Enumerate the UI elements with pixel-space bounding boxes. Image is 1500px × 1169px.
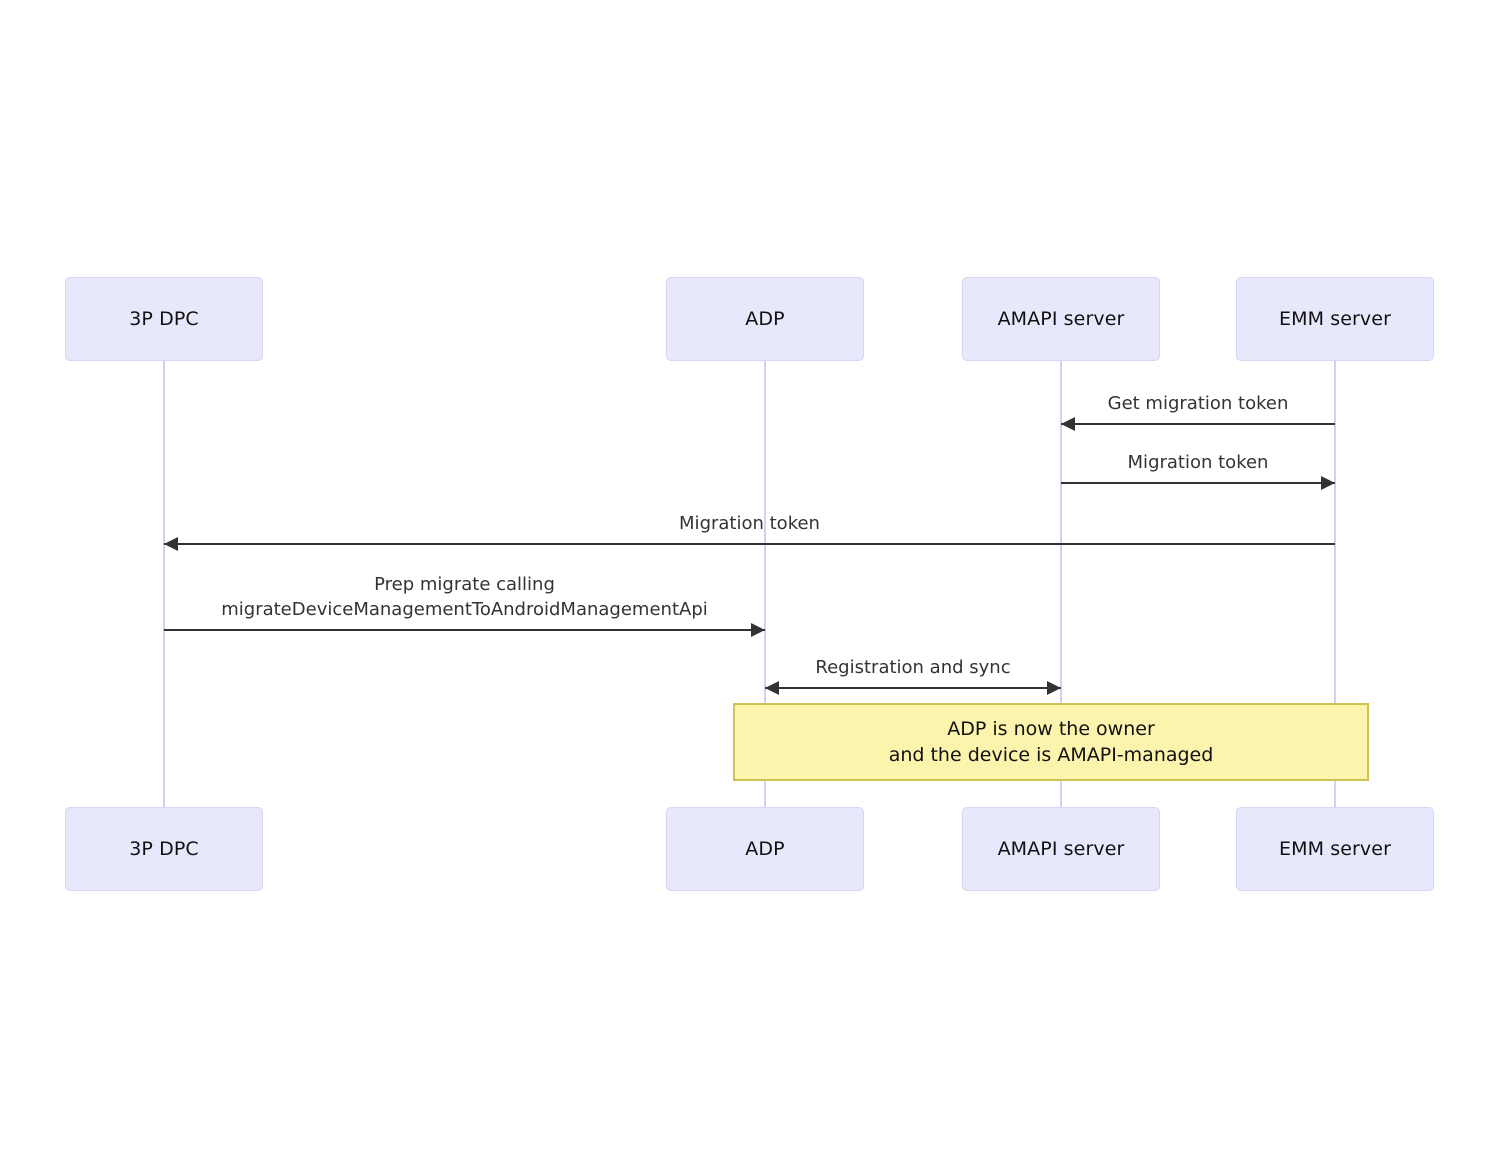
lifeline-adp	[764, 361, 766, 807]
actor-box-amapi-top[interactable]: AMAPI server	[962, 277, 1160, 361]
actor-label-amapi: AMAPI server	[997, 837, 1125, 860]
actor-label-adp: ADP	[745, 837, 785, 860]
message-label-m1: Get migration token	[1107, 393, 1289, 414]
message-line-m2	[1061, 482, 1335, 484]
actor-label-emm: EMM server	[1279, 837, 1391, 860]
actor-box-dpc-bottom[interactable]: 3P DPC	[65, 807, 263, 891]
message-label-m2: Migration token	[1127, 452, 1269, 473]
message-line-m3	[164, 543, 1335, 545]
message-label-m5: Registration and sync	[815, 657, 1011, 678]
note-line: and the device is AMAPI-managed	[888, 744, 1214, 766]
message-line-m5	[765, 687, 1061, 689]
note-n1: ADP is now the owner and the device is AM…	[733, 703, 1369, 781]
lifeline-dpc	[163, 361, 165, 807]
actor-label-dpc: 3P DPC	[129, 307, 199, 330]
message-line-m1	[1061, 423, 1335, 425]
lifeline-emm	[1334, 361, 1336, 807]
actor-box-adp-bottom[interactable]: ADP	[666, 807, 864, 891]
actor-box-adp-top[interactable]: ADP	[666, 277, 864, 361]
arrowhead-left-m5	[765, 681, 779, 695]
arrowhead-right-m4	[751, 623, 765, 637]
arrowhead-left-m3	[164, 537, 178, 551]
actor-label-emm: EMM server	[1279, 307, 1391, 330]
arrowhead-left-m1	[1061, 417, 1075, 431]
message-label-m4: Prep migrate calling migrateDeviceManage…	[221, 574, 708, 620]
message-label-m3: Migration token	[679, 513, 820, 534]
actor-label-amapi: AMAPI server	[997, 307, 1125, 330]
actor-box-emm-top[interactable]: EMM server	[1236, 277, 1434, 361]
actor-box-amapi-bottom[interactable]: AMAPI server	[962, 807, 1160, 891]
note-line: ADP is now the owner	[947, 718, 1155, 740]
actor-box-emm-bottom[interactable]: EMM server	[1236, 807, 1434, 891]
lifeline-amapi	[1060, 361, 1062, 807]
actor-label-dpc: 3P DPC	[129, 837, 199, 860]
actor-label-adp: ADP	[745, 307, 785, 330]
arrowhead-right-m5	[1047, 681, 1061, 695]
actor-box-dpc-top[interactable]: 3P DPC	[65, 277, 263, 361]
arrowhead-right-m2	[1321, 476, 1335, 490]
message-line-m4	[164, 629, 765, 631]
